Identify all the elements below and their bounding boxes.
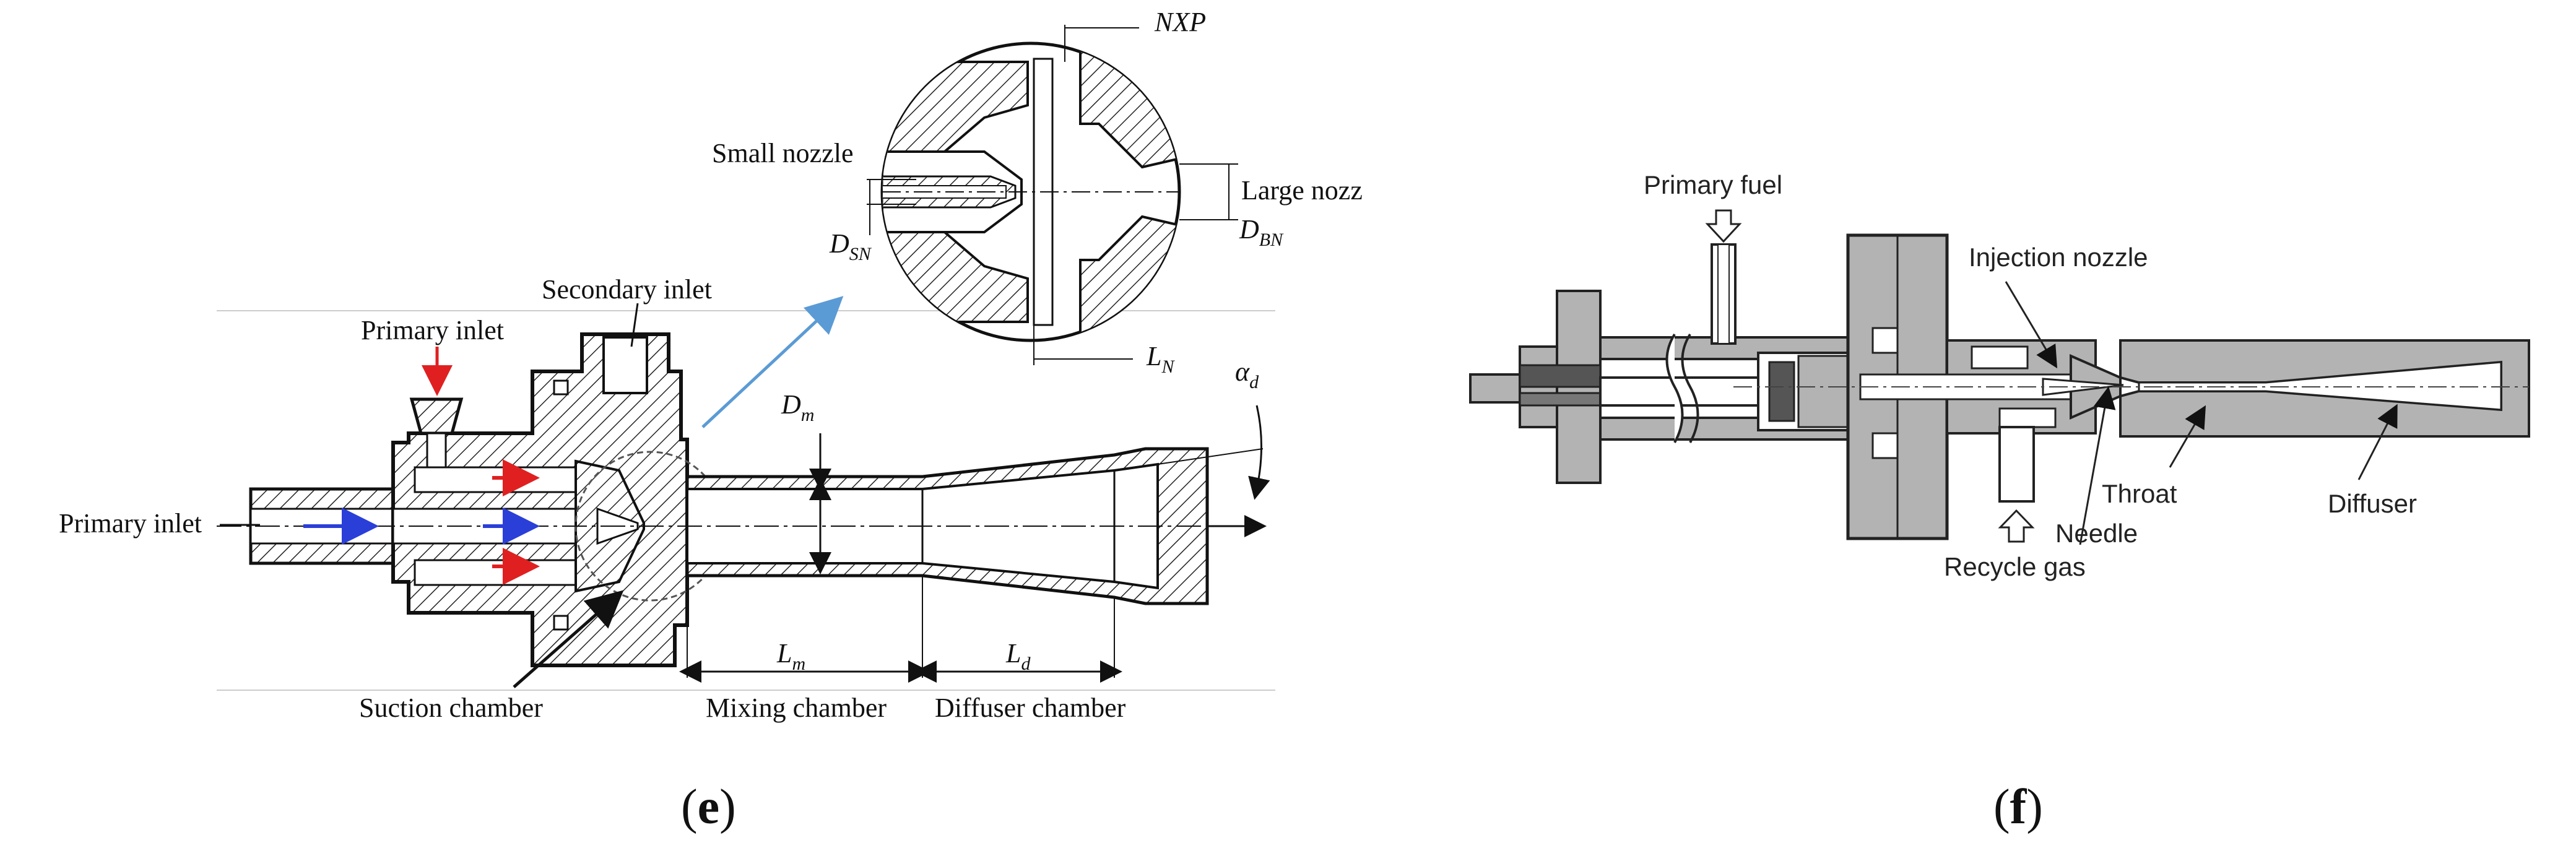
label-needle: Needle (2055, 519, 2138, 548)
label-d-bn: DBN (1239, 214, 1284, 250)
label-diffuser-chamber: Diffuser chamber (935, 693, 1126, 723)
label-small-nozzle: Small nozzle (712, 138, 854, 168)
secondary-inlet-pipe (602, 336, 648, 394)
label-l-d: Ld (1005, 638, 1031, 674)
label-recycle-gas: Recycle gas (1944, 552, 2086, 581)
primary-fuel-arrow (1705, 209, 1742, 243)
label-mixing-chamber: Mixing chamber (706, 693, 887, 723)
ejector-drawing-f: Primary fuel Injection nozzle Throat Nee… (1469, 170, 2530, 834)
primary-inlet-funnel (409, 397, 464, 435)
recycle-gas-arrow (1998, 509, 2035, 543)
label-throat: Throat (2102, 479, 2177, 508)
dim-alpha (1248, 405, 1270, 500)
caption-e: (e) (681, 780, 736, 834)
label-d-sn: DSN (829, 228, 872, 264)
nozzle-magnified-view (867, 25, 1238, 365)
label-large-nozzle: Large nozz (1241, 175, 1363, 206)
label-suction-chamber: Suction chamber (359, 693, 543, 723)
label-primary-inlet-left: Primary inlet (59, 508, 202, 539)
recycle-gas-pipe (1998, 426, 2035, 503)
label-primary-fuel: Primary fuel (1644, 170, 1782, 199)
label-l-n: LN (1146, 341, 1175, 377)
label-primary-inlet-top: Primary inlet (361, 315, 504, 345)
label-diffuser: Diffuser (2328, 489, 2417, 518)
caption-f: (f) (1993, 780, 2043, 834)
label-nxp: NXP (1154, 7, 1206, 37)
suction-chamber-leader (513, 590, 624, 688)
label-secondary-inlet: Secondary inlet (542, 274, 712, 305)
label-alpha-d: αd (1235, 357, 1259, 392)
label-d-m: Dm (781, 389, 814, 425)
ejector-drawing-e: Primary inlet Primary inlet Secondary in… (59, 7, 1363, 834)
label-injection-nozzle: Injection nozzle (1969, 243, 2148, 272)
callout-arrow (701, 296, 844, 428)
label-l-m: Lm (776, 638, 805, 674)
